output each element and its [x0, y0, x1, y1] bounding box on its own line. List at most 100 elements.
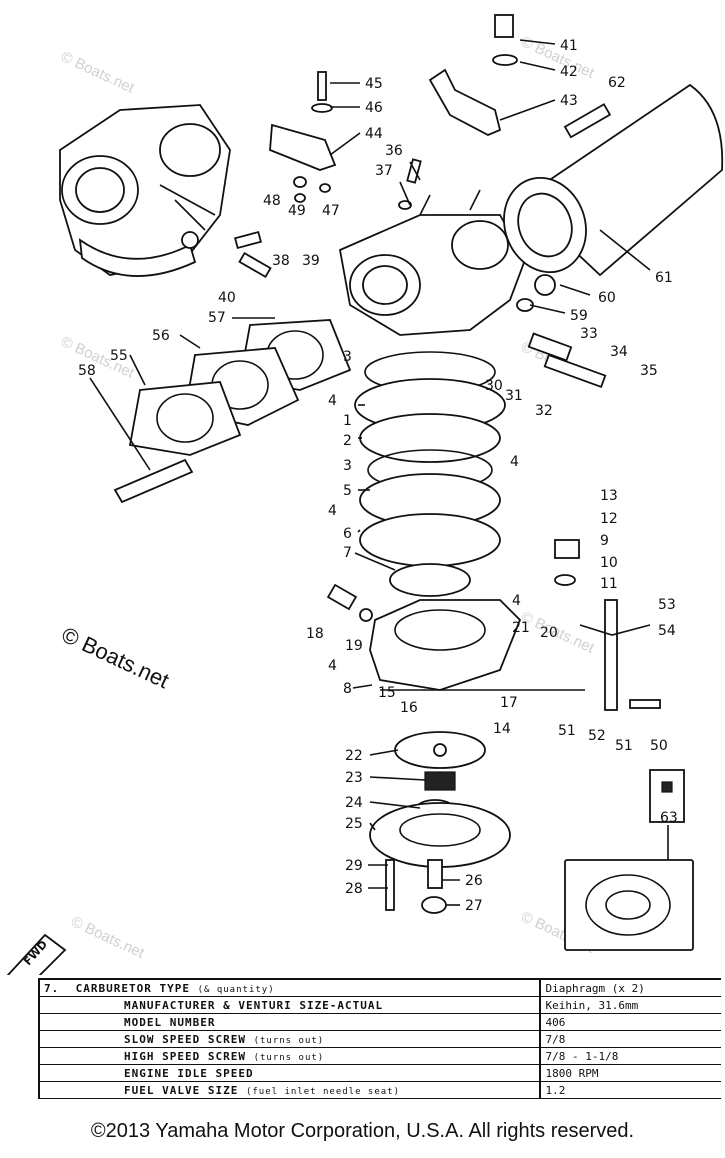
callout-33: 33 — [580, 326, 598, 342]
spec-value: Keihin, 31.6mm — [540, 996, 721, 1014]
callout-46: 46 — [365, 100, 383, 116]
callout-14: 14 — [493, 721, 511, 737]
spec-note: (fuel inlet needle seat) — [245, 1086, 401, 1097]
callout-55: 55 — [110, 348, 128, 364]
spec-label-cell: FUEL VALVE SIZE (fuel inlet needle seat) — [39, 1081, 542, 1099]
spec-label: SLOW SPEED SCREW — [124, 1032, 246, 1046]
callout-24: 24 — [345, 795, 363, 811]
callout-49: 49 — [288, 203, 306, 219]
callout-45: 45 — [365, 76, 383, 92]
callout-18: 18 — [306, 626, 324, 642]
air-intake-silencer — [503, 83, 724, 277]
callout-62: 62 — [608, 75, 626, 91]
callout-41: 41 — [560, 38, 578, 54]
callout-1: 1 — [343, 413, 352, 429]
callout-3-top: 3 — [343, 349, 352, 365]
callout-23: 23 — [345, 770, 363, 786]
callout-16: 16 — [400, 700, 418, 716]
callout-40: 40 — [218, 290, 236, 306]
callout-19: 19 — [345, 638, 363, 654]
spec-title-note: (& quantity) — [197, 984, 275, 995]
callout-25: 25 — [345, 816, 363, 832]
callout-11: 11 — [600, 576, 618, 592]
spec-title-value: Diaphragm (x 2) — [540, 978, 721, 997]
callout-43: 43 — [560, 93, 578, 109]
spec-title: 7. CARBURETOR TYPE (& quantity) — [39, 978, 542, 997]
callout-31: 31 — [505, 388, 523, 404]
callout-9: 9 — [600, 533, 609, 549]
callout-8: 8 — [343, 681, 352, 697]
detail-inset — [564, 769, 694, 951]
spec-row: ENGINE IDLE SPEED 1800 RPM — [39, 1064, 721, 1082]
small-parts-right — [326, 14, 661, 711]
spec-label-cell: SLOW SPEED SCREW (turns out) — [39, 1030, 542, 1048]
spec-value: 1.2 — [540, 1081, 721, 1099]
callout-28: 28 — [345, 881, 363, 897]
callout-59: 59 — [570, 308, 588, 324]
callout-63: 63 — [660, 810, 678, 826]
callout-56: 56 — [152, 328, 170, 344]
spec-label-cell: HIGH SPEED SCREW (turns out) — [39, 1047, 542, 1065]
spec-label: HIGH SPEED SCREW — [124, 1049, 246, 1063]
callout-36: 36 — [385, 143, 403, 159]
callout-37: 37 — [375, 163, 393, 179]
carburetor-assembly-left — [59, 104, 231, 277]
callout-13: 13 — [600, 488, 618, 504]
callout-58: 58 — [78, 363, 96, 379]
callout-53: 53 — [658, 597, 676, 613]
callout-22: 22 — [345, 748, 363, 764]
callout-50: 50 — [650, 738, 668, 754]
callout-4-c: 4 — [328, 503, 337, 519]
callout-38: 38 — [272, 253, 290, 269]
callout-35: 35 — [640, 363, 658, 379]
carburetor-body-main — [338, 189, 526, 336]
callout-12: 12 — [600, 511, 618, 527]
spec-title-text: CARBURETOR TYPE — [75, 981, 190, 995]
callout-48: 48 — [263, 193, 281, 209]
callout-4-a: 4 — [328, 393, 337, 409]
carburetor-spec-table: 7. CARBURETOR TYPE (& quantity) Diaphrag… — [38, 978, 721, 1099]
small-parts-upper — [234, 68, 502, 279]
spec-value: 1800 RPM — [540, 1064, 721, 1082]
spec-label: MODEL NUMBER — [39, 1013, 542, 1031]
callout-17: 17 — [500, 695, 518, 711]
diaphragm-stack — [354, 351, 522, 691]
watermark: © Boats.net — [518, 608, 597, 657]
callout-7: 7 — [343, 545, 352, 561]
spec-title-row: 7. CARBURETOR TYPE (& quantity) Diaphrag… — [39, 978, 721, 997]
callout-52: 52 — [588, 728, 606, 744]
callout-15: 15 — [378, 685, 396, 701]
spec-value: 7/8 - 1-1/8 — [540, 1047, 721, 1065]
stud — [113, 458, 194, 504]
spec-row: HIGH SPEED SCREW (turns out) 7/8 - 1-1/8 — [39, 1047, 721, 1065]
callout-47: 47 — [322, 203, 340, 219]
callout-51-b: 51 — [615, 738, 633, 754]
callout-54: 54 — [658, 623, 676, 639]
callout-labels: 41 42 43 62 44 45 46 36 37 48 49 47 38 3… — [78, 38, 678, 914]
leader-lines — [89, 39, 651, 906]
callout-39: 39 — [302, 253, 320, 269]
callout-21: 21 — [512, 620, 530, 636]
callout-3: 3 — [343, 458, 352, 474]
callout-51-a: 51 — [558, 723, 576, 739]
callout-2: 2 — [343, 433, 352, 449]
spec-row: MODEL NUMBER 406 — [39, 1013, 721, 1031]
callout-32: 32 — [535, 403, 553, 419]
callout-4-b: 4 — [510, 454, 519, 470]
callout-4-e: 4 — [328, 658, 337, 674]
gasket-stack — [128, 319, 352, 456]
callout-26: 26 — [465, 873, 483, 889]
copyright-footer: ©2013 Yamaha Motor Corporation, U.S.A. A… — [90, 1120, 635, 1142]
callout-29: 29 — [345, 858, 363, 874]
callout-5: 5 — [343, 483, 352, 499]
spec-note: (turns out) — [253, 1035, 325, 1046]
spec-row: MANUFACTURER & VENTURI SIZE-ACTUAL Keihi… — [39, 996, 721, 1014]
lower-diaphragm-parts — [369, 731, 511, 914]
callout-57: 57 — [208, 310, 226, 326]
fwd-arrow: FWD — [6, 933, 67, 975]
carburetor-exploded-diagram: © Boats.net © Boats.net © Boats.net © Bo… — [6, 14, 724, 975]
spec-row: SLOW SPEED SCREW (turns out) 7/8 — [39, 1030, 721, 1048]
callout-34: 34 — [610, 344, 628, 360]
watermark-main: © Boats.net — [58, 622, 173, 693]
spec-label: FUEL VALVE SIZE — [124, 1083, 239, 1097]
